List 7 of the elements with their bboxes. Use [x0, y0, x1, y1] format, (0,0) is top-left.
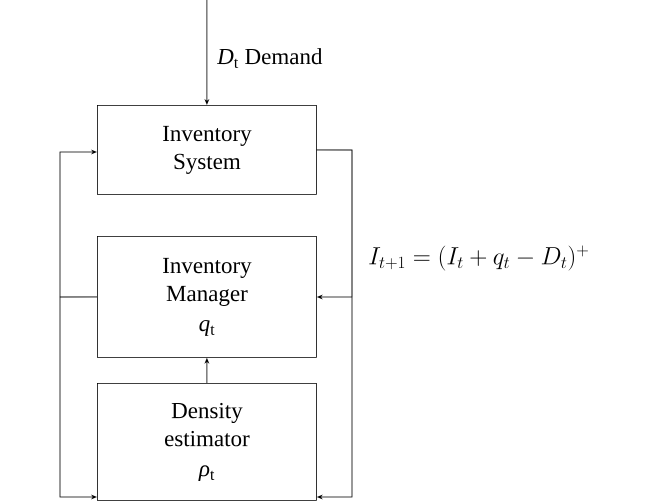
arrow [316, 150, 352, 500]
process-box: Inventory Manager q$_{t}$ [97, 236, 317, 358]
arrow [60, 149, 98, 298]
process-box: Inventory System [97, 105, 317, 195]
equation-label: $I_{t+1} = (I_t + q_t - D_t)^+$ [369, 246, 588, 270]
edge-label: D$_{t}$ Demand [216, 47, 324, 69]
process-box: Density estimator ρ$_{t}$ [97, 383, 317, 501]
